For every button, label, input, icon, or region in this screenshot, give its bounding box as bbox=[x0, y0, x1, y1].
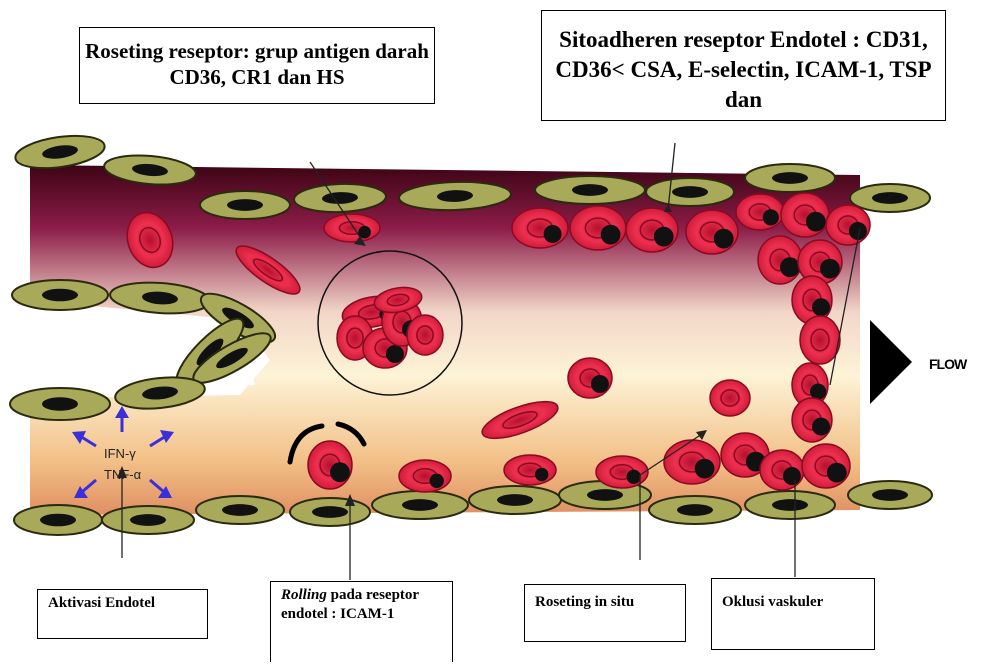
red-blood-cell bbox=[308, 441, 352, 489]
red-blood-cell bbox=[826, 205, 870, 245]
red-blood-cell bbox=[504, 455, 556, 485]
endothelial-cell bbox=[200, 191, 290, 219]
oklusi-box: Oklusi vaskuler bbox=[711, 578, 875, 650]
red-blood-cell bbox=[760, 450, 804, 490]
red-blood-cell bbox=[800, 316, 840, 364]
endothelial-cell bbox=[372, 491, 468, 519]
endothelial-cell bbox=[745, 491, 835, 519]
aktivasi-label: Aktivasi Endotel bbox=[48, 595, 155, 611]
red-blood-cell bbox=[792, 398, 832, 442]
roseting-in-situ-label: Roseting in situ bbox=[535, 594, 634, 610]
red-blood-cell bbox=[399, 460, 451, 492]
rolling-box: Rolling pada reseptor endotel : ICAM-1 bbox=[270, 581, 453, 662]
aktivasi-box: Aktivasi Endotel bbox=[37, 589, 208, 639]
flow-arrow bbox=[870, 320, 912, 404]
red-blood-cell bbox=[324, 214, 380, 242]
red-blood-cell bbox=[710, 380, 750, 416]
endothelial-cell bbox=[290, 498, 370, 526]
endothelial-receptor-box: Sitoadheren reseptor Endotel : CD31, CD3… bbox=[541, 10, 946, 121]
endothelial-cell bbox=[196, 496, 284, 524]
endothelial-cell bbox=[649, 496, 741, 524]
endothelial-cell bbox=[469, 486, 561, 514]
endothelial-cell bbox=[646, 178, 734, 206]
endothelial-cell bbox=[535, 176, 645, 204]
oklusi-label: Oklusi vaskuler bbox=[722, 594, 823, 610]
red-blood-cell bbox=[736, 194, 784, 230]
endothelial-cell bbox=[12, 280, 108, 310]
red-blood-cell bbox=[626, 208, 678, 252]
red-blood-cell bbox=[568, 358, 612, 398]
roseting-receptor-box: Roseting reseptor: grup antigen darah CD… bbox=[79, 27, 435, 104]
red-blood-cell bbox=[407, 315, 443, 355]
flow-label: FLOW bbox=[929, 356, 966, 372]
endothelial-cell bbox=[745, 164, 835, 192]
roseting-receptor-label: Roseting reseptor: grup antigen darah CD… bbox=[85, 39, 429, 89]
roseting-in-situ-box: Roseting in situ bbox=[524, 584, 686, 642]
red-blood-cell bbox=[686, 210, 738, 254]
red-blood-cell bbox=[781, 193, 829, 237]
endothelial-cell bbox=[102, 506, 194, 534]
endothelial-cell bbox=[14, 505, 102, 535]
red-blood-cell bbox=[802, 444, 850, 488]
endothelial-receptor-label: Sitoadheren reseptor Endotel : CD31, CD3… bbox=[555, 27, 931, 112]
red-blood-cell bbox=[570, 206, 626, 250]
red-blood-cell bbox=[664, 440, 720, 484]
endothelial-cell bbox=[10, 388, 110, 420]
tnf-label: TNF-α bbox=[104, 467, 142, 482]
endothelial-cell bbox=[848, 481, 932, 509]
ifn-label: IFN-γ bbox=[104, 446, 136, 461]
red-blood-cell bbox=[758, 236, 802, 284]
rolling-italic-label: Rolling bbox=[281, 587, 327, 603]
red-blood-cell bbox=[512, 208, 568, 248]
endothelial-cell bbox=[850, 184, 930, 212]
